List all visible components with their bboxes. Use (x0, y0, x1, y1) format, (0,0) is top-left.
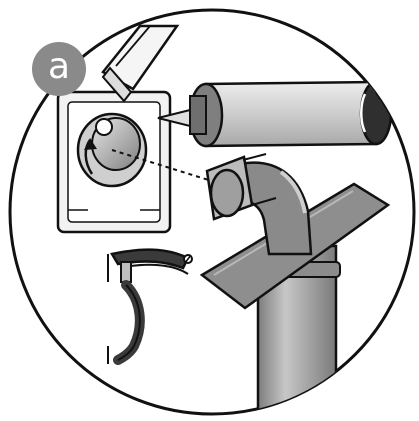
step-badge: a (32, 42, 86, 96)
step-label: a (48, 49, 70, 85)
